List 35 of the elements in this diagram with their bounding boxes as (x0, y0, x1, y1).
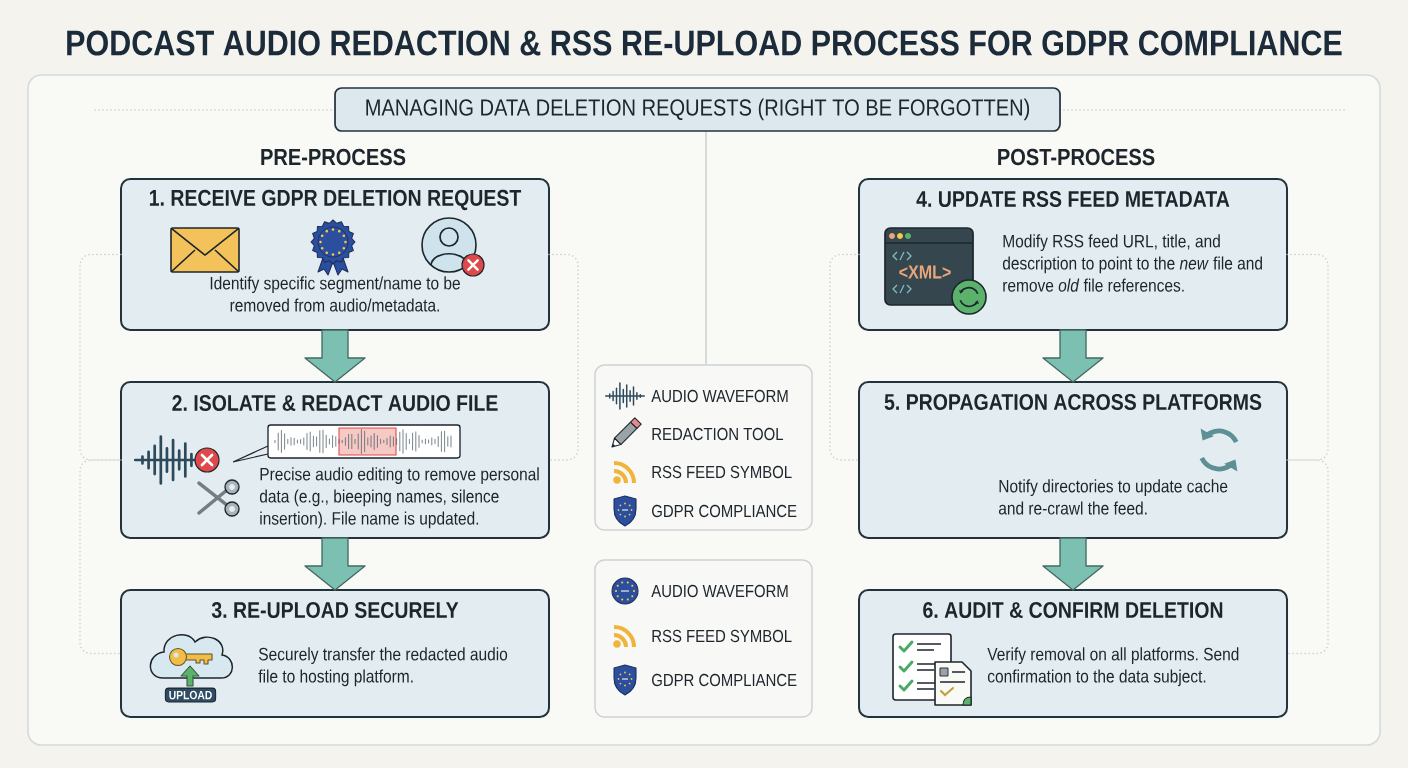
block-arrow (1042, 537, 1104, 591)
connector-line (1286, 253, 1329, 461)
step-description: Verify removal on all platforms. Send confirmation to the data subject. (987, 647, 1239, 687)
block-arrow (304, 537, 366, 591)
legend-text: RSS FEED SYMBOL (652, 629, 792, 643)
step-description: Notify directories to update cache and re-crawl the feed. (998, 479, 1228, 515)
legend-text: AUDIO WAVEFORM (651, 584, 788, 598)
legend-text: AUDIO WAVEFORM (651, 389, 788, 403)
step-heading: 2. ISOLATE & REDACT AUDIO FILE (172, 395, 498, 412)
connector-line (79, 459, 122, 655)
legend-text: RSS FEED SYMBOL (652, 465, 792, 479)
header-box: MANAGING DATA DELETION REQUESTS (RIGHT TO BE FORGOTTEN) (334, 87, 1061, 132)
step-heading: 1. RECEIVE GDPR DELETION REQUEST (149, 189, 522, 211)
connector-line (829, 253, 860, 461)
connector-line (1286, 459, 1329, 655)
connector-line (79, 253, 122, 461)
legend-text: GDPR COMPLIANCE (652, 504, 797, 518)
upload-tag: UPLOAD (164, 687, 217, 703)
block-arrow (304, 329, 366, 383)
step-heading: 3. RE-UPLOAD SECURELY (211, 601, 459, 619)
title: PODCAST AUDIO REDACTION & RSS RE-UPLOAD PROCESS FOR GDPR COMPLIANCE (67, 30, 1342, 56)
legend-text: GDPR COMPLIANCE (652, 673, 797, 687)
step-description: Identify specific segment/name to be removed from audio/metadata. (210, 276, 460, 312)
step-heading: 6. AUDIT & CONFIRM DELETION (923, 602, 1223, 619)
column-heading: PRE-PROCESS (261, 148, 406, 166)
code-label: <XML> (899, 265, 951, 279)
step-description: Precise audio editing to remove personal data (e.g., bieeping names, silence insertion). File name is updated. (259, 467, 539, 529)
column-heading: POST-PROCESS (998, 148, 1155, 166)
step-heading: 5. PROPAGATION ACROSS PLATFORMS (884, 394, 1262, 411)
step-description: Modify RSS feed URL, title, and description to point to the new file and remove old file references. (1002, 234, 1262, 292)
step-description: Securely transfer the redacted audio file to hosting platform. (258, 647, 508, 687)
connector-line (548, 253, 579, 461)
block-arrow (1042, 329, 1104, 383)
legend-text: REDACTION TOOL (652, 427, 784, 441)
step-heading: 4. UPDATE RSS FEED METADATA (916, 191, 1230, 208)
